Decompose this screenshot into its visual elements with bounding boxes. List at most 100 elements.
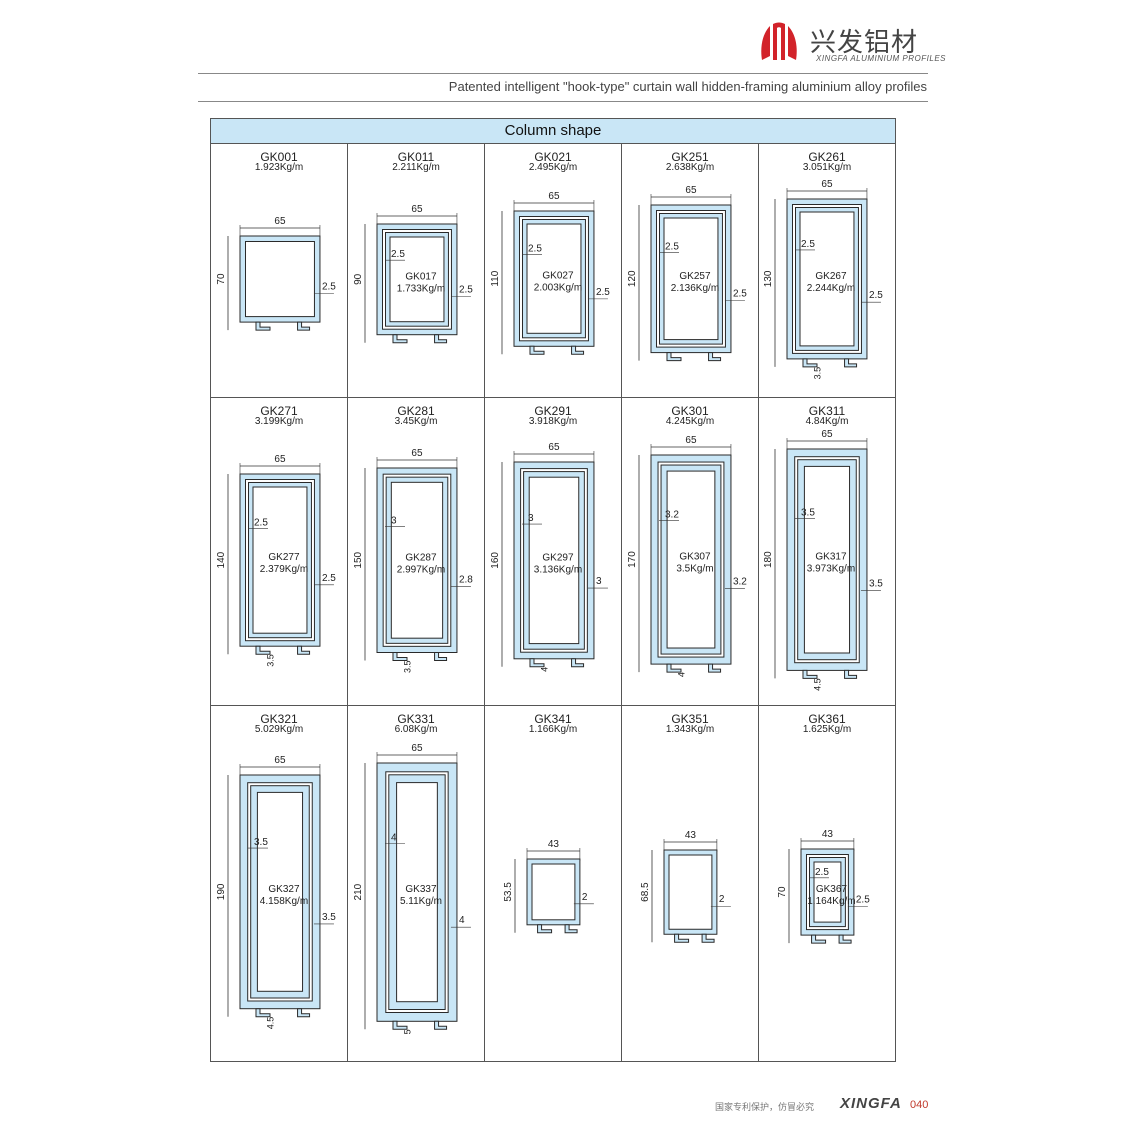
hook-foot-right	[844, 358, 858, 368]
inner-profile-weight: 1.164Kg/m	[807, 896, 855, 907]
bottom-thickness-label: 3.5	[266, 654, 276, 667]
width-label: 65	[411, 448, 423, 459]
profile-weight: 3.45Kg/m	[394, 416, 438, 427]
height-label: 70	[216, 273, 227, 285]
inner-profile-weight: 1.733Kg/m	[397, 283, 445, 294]
profile-weight: 1.923Kg/m	[254, 162, 304, 173]
profile-weight: 2.495Kg/m	[528, 162, 578, 173]
inner-wall-label: 2.5	[254, 518, 268, 529]
inner-profile-code: GK017	[405, 271, 437, 282]
hook-foot-left	[255, 321, 271, 331]
profile-code: GK311	[808, 404, 846, 418]
profile-weight: 3.051Kg/m	[802, 162, 852, 173]
inner-insert-hollow	[256, 791, 304, 992]
inner-insert-hollow	[799, 211, 855, 347]
hook-foot-left	[802, 358, 818, 368]
profile-weight: 1.343Kg/m	[665, 724, 715, 735]
inner-insert-hollow	[666, 470, 716, 649]
profile-code: GK001	[260, 150, 298, 164]
profile-weight: 4.84Kg/m	[805, 416, 849, 427]
inner-profile-weight: 5.11Kg/m	[400, 896, 442, 907]
patent-notice: 国家专利保护，仿冒必究	[715, 1103, 815, 1113]
inner-insert-hollow	[813, 861, 842, 923]
height-label: 190	[216, 883, 227, 900]
inner-insert-hollow	[526, 223, 582, 334]
bottom-thickness-label: 4	[677, 672, 687, 677]
wall-thickness-label: 2.5	[459, 285, 473, 296]
inner-wall-label: 3.2	[665, 510, 679, 521]
profile-hollow	[245, 241, 315, 318]
inner-profile-weight: 2.244Kg/m	[807, 283, 855, 294]
hook-foot-left	[529, 345, 545, 355]
width-label: 65	[548, 442, 560, 453]
profile-code: GK021	[534, 150, 572, 164]
profile-weight: 3.199Kg/m	[254, 416, 304, 427]
hook-foot-right	[297, 645, 311, 655]
inner-profile-weight: 3.136Kg/m	[534, 564, 582, 575]
wall-thickness-label: 2.5	[733, 289, 747, 300]
profile-weight: 2.638Kg/m	[665, 162, 715, 173]
hook-foot-left	[802, 669, 818, 679]
height-label: 170	[627, 551, 638, 568]
width-label: 65	[685, 185, 697, 196]
inner-insert-hollow	[803, 465, 851, 654]
width-label: 65	[274, 454, 286, 465]
hook-foot-right	[434, 652, 448, 661]
inner-profile-weight: 2.136Kg/m	[671, 283, 719, 294]
inner-profile-weight: 4.158Kg/m	[260, 896, 308, 907]
wall-thickness-label: 4	[459, 915, 465, 926]
profile-code: GK321	[260, 712, 298, 726]
profile-hollow	[531, 863, 576, 921]
inner-wall-label: 3.5	[254, 837, 268, 848]
hook-foot-left	[666, 352, 682, 362]
hook-foot-right	[708, 352, 722, 362]
hook-foot-right	[701, 933, 715, 943]
inner-wall-label: 4	[391, 832, 397, 843]
inner-profile-code: GK307	[679, 552, 711, 563]
bottom-thickness-label: 4.5	[813, 678, 823, 691]
bottom-thickness-label: 5	[403, 1029, 413, 1034]
inner-insert-hollow	[396, 782, 438, 1003]
wall-thickness-label: 2.5	[869, 290, 883, 301]
width-label: 65	[821, 429, 833, 440]
profile-code: GK281	[397, 404, 435, 418]
hook-foot-left	[392, 334, 408, 344]
profile-weight: 1.166Kg/m	[528, 724, 578, 735]
header-rule-top	[198, 73, 928, 74]
hook-foot-right	[297, 1008, 311, 1018]
width-label: 65	[411, 743, 423, 754]
wall-thickness-label: 3	[596, 576, 602, 587]
profile-code: GK341	[534, 712, 572, 726]
wall-thickness-label: 2	[582, 892, 588, 903]
hook-foot-left	[674, 933, 690, 943]
profile-weight: 6.08Kg/m	[394, 724, 438, 735]
hook-foot-left	[666, 663, 682, 673]
height-label: 70	[777, 886, 788, 898]
bottom-thickness-label: 4.5	[266, 1017, 276, 1030]
hook-foot-right	[297, 321, 311, 331]
inner-wall-label: 2.5	[528, 244, 542, 255]
header-rule-bottom	[198, 101, 928, 102]
inner-wall-label: 3	[391, 515, 397, 526]
inner-profile-code: GK277	[268, 552, 300, 563]
bottom-thickness-label: 3.5	[813, 367, 823, 380]
width-label: 65	[411, 204, 423, 215]
page-subtitle: Patented intelligent "hook-type" curtain…	[448, 79, 927, 94]
profile-code: GK351	[671, 712, 709, 726]
inner-wall-label: 3.5	[801, 507, 815, 518]
hook-foot-left	[392, 1020, 408, 1030]
